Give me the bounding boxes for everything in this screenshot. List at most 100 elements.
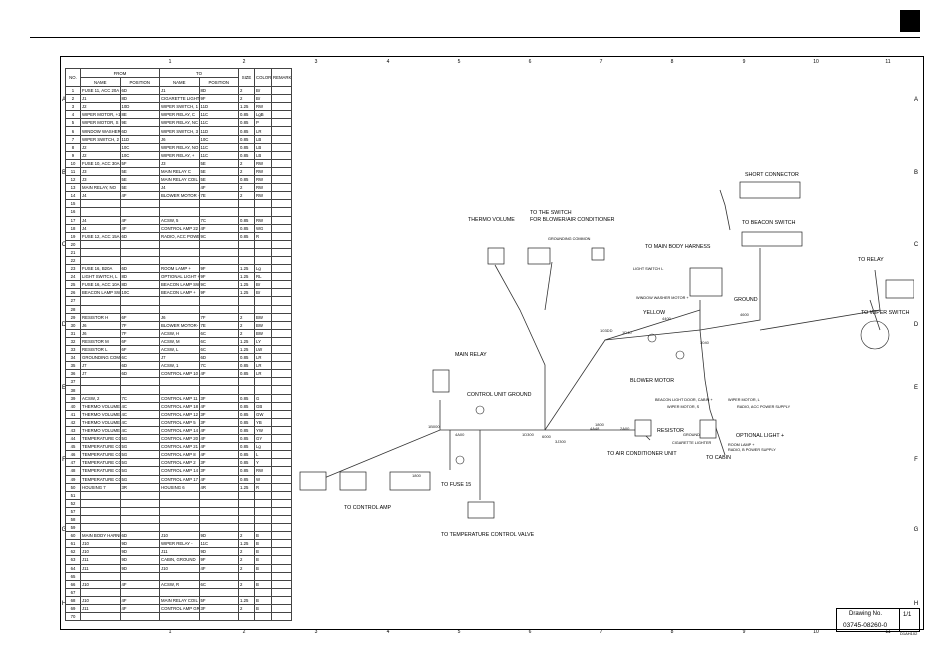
cell-size: 0.85	[238, 126, 255, 136]
short-connector	[739, 181, 801, 199]
label-to-fuse-15: TO FUSE 15	[441, 482, 472, 488]
cell-size: 0.85	[238, 361, 255, 371]
cell-size: 2	[238, 312, 255, 322]
cell-remarks	[271, 175, 292, 185]
cell-from-name: THERMO VOLUME 3	[80, 417, 121, 427]
cell-from-pos: 6F	[119, 312, 160, 322]
cell-no: 5	[65, 118, 81, 128]
thermo-volume-connector	[487, 247, 505, 265]
cell-remarks	[271, 85, 292, 96]
cell-to-name	[159, 207, 200, 217]
cell-from-pos: 6D	[119, 231, 160, 241]
label-ground: GROUND	[734, 297, 758, 303]
cell-no: 14	[65, 191, 81, 201]
label-to-beacon-switch: TO BEACON SWITCH	[742, 220, 796, 226]
cell-color	[254, 612, 272, 622]
cell-to-pos: 9F	[198, 264, 239, 274]
cell-to-name: WIPER RELAY, NO	[159, 142, 200, 152]
table-row: 22	[65, 255, 292, 266]
row-label: E	[913, 385, 918, 391]
cell-remarks	[271, 118, 292, 128]
cell-to-pos: 4F	[198, 474, 239, 484]
label-wiper-motor-l: WIPER MOTOR, L	[728, 398, 760, 402]
row-label: F	[914, 457, 918, 463]
cell-from-pos: 10C	[119, 150, 160, 160]
table-row: 27	[65, 296, 292, 306]
cell-from-name: J10	[80, 595, 121, 606]
column-label: 4	[386, 629, 390, 635]
cell-from-name: J2	[80, 102, 121, 112]
cell-from-name: HOUSING 7	[80, 482, 121, 492]
cell-from-pos	[119, 385, 160, 395]
cell-from-name: J2	[80, 150, 121, 160]
cell-color: RW	[254, 158, 272, 168]
cell-to-pos: 11C	[198, 142, 239, 152]
cell-to-pos	[198, 255, 239, 266]
cell-from-pos: 6F	[119, 344, 160, 355]
column-label: 7	[599, 59, 603, 65]
cell-from-pos: 6D	[119, 361, 160, 371]
cell-from-name: J7	[80, 369, 121, 379]
label-to-switch-1: TO THE SWITCH	[530, 210, 572, 216]
cell-size: 2	[238, 166, 255, 177]
cell-color: B	[254, 539, 272, 549]
cell-to-pos: 11C	[198, 150, 239, 160]
cell-to-pos: 4F	[198, 442, 239, 452]
cell-from-pos: 8D	[119, 280, 160, 290]
cell-no: 26	[65, 288, 81, 298]
cell-from-pos: 4C	[119, 401, 160, 411]
cell-color: LR	[254, 126, 272, 136]
cell-to-pos: 4F	[198, 223, 239, 233]
cell-to-name: J10	[159, 563, 200, 573]
row-label: D	[61, 322, 67, 328]
cell-to-name: J3	[159, 158, 200, 168]
cell-size: 1.25	[238, 264, 255, 274]
cell-from-name: J4	[80, 191, 121, 201]
cabin-connector	[699, 419, 717, 439]
cell-from-pos: 10C	[119, 288, 160, 298]
column-label: 5	[457, 59, 461, 65]
row-label: A	[61, 97, 66, 103]
cell-to-pos	[198, 247, 239, 257]
cell-no: 60	[65, 531, 81, 541]
cell-to-name: CONTROL AMP GROUND	[159, 603, 200, 614]
cell-color: Br	[254, 85, 272, 96]
cell-size: 0.85	[238, 175, 255, 185]
cell-color: Br	[254, 280, 272, 290]
column-label: 1	[168, 59, 172, 65]
page-den: 1	[908, 612, 912, 618]
row-label: G	[61, 527, 67, 533]
cell-to-name	[159, 490, 200, 500]
cell-no: 68	[65, 595, 81, 606]
cell-to-name	[159, 498, 200, 508]
cell-size: 2	[238, 85, 255, 96]
cell-to-pos	[198, 612, 239, 622]
cell-remarks	[271, 369, 292, 379]
cell-to-name: RADIO, ACC POWER SUPPLY	[159, 231, 200, 241]
cell-to-pos	[198, 490, 239, 500]
cell-size	[238, 207, 255, 217]
cell-remarks	[271, 199, 292, 209]
cell-from-pos	[119, 490, 160, 500]
cell-color: LR	[254, 369, 272, 379]
cell-to-name: WIPER SWITCH, 3	[159, 126, 200, 136]
cell-no: 34	[65, 353, 81, 363]
cell-from-name: LIGHT SWITCH, L	[80, 272, 121, 282]
cell-size	[238, 304, 255, 314]
cell-no: 52	[65, 498, 81, 508]
col-from: FROM	[80, 68, 160, 78]
cell-color: YB	[254, 417, 272, 427]
cell-color: R	[254, 231, 272, 241]
label-thermo-volume: THERMO VOLUME	[468, 217, 515, 223]
cell-to-pos: 11D	[198, 102, 239, 112]
cell-remarks	[271, 498, 292, 508]
cell-color: GB	[254, 401, 272, 411]
cell-remarks	[271, 102, 292, 112]
cell-remarks	[271, 547, 292, 557]
